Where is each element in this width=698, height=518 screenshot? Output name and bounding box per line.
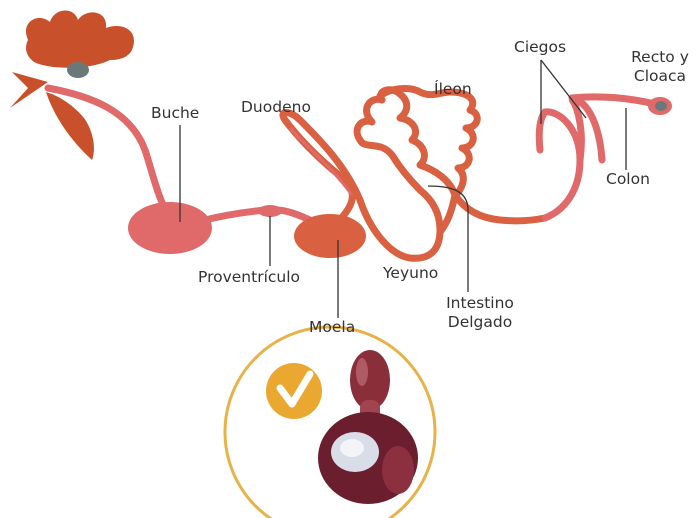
beak-icon [10,72,48,108]
label-intestino-line1: Intestino [446,294,514,313]
label-recto-line2: Cloaca [631,67,689,86]
label-proventriculo: Proventrículo [198,268,300,287]
label-buche: Buche [151,104,199,123]
label-moela: Moela [309,318,355,337]
label-ileon: Íleon [434,80,472,99]
label-intestino-delgado: Intestino Delgado [446,294,514,332]
proventriculus-bulge [258,205,282,217]
duodenum-loop [283,113,360,226]
label-recto-line1: Recto y [631,48,689,67]
label-yeyuno: Yeyuno [383,264,438,283]
label-ciegos: Ciegos [514,38,566,57]
crop [128,202,212,254]
cloaca-core [655,101,667,111]
eye-icon [67,62,89,78]
check-badge [266,363,322,419]
label-intestino-line2: Delgado [446,313,514,332]
label-recto-cloaca: Recto y Cloaca [631,48,689,86]
ceca-left [539,112,580,218]
label-duodeno: Duodeno [241,98,311,117]
comb-icon [26,10,134,67]
wattle-icon [46,92,94,160]
label-colon: Colon [606,170,650,189]
gizzard [294,214,366,258]
